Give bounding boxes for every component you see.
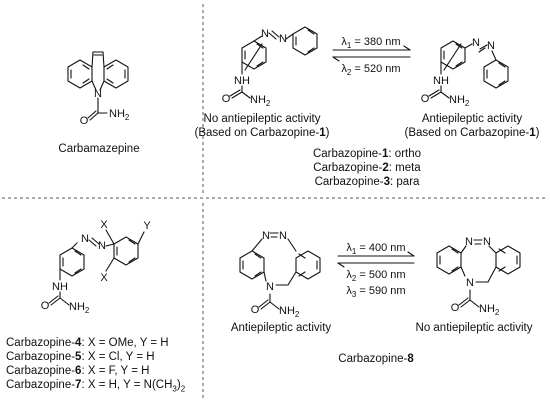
list-item: Carbazopine-4: X = OMe, Y = H bbox=[6, 337, 169, 349]
svg-text:NH2: NH2 bbox=[279, 305, 300, 319]
svg-text:O: O bbox=[41, 300, 50, 312]
azobenzene-closed-structure bbox=[428, 40, 509, 99]
carbamazepine-caption: Carbamazepine bbox=[58, 143, 140, 155]
svg-text:N: N bbox=[262, 230, 270, 242]
azobenzene-open-structure bbox=[229, 26, 318, 99]
svg-text:O: O bbox=[251, 304, 260, 316]
svg-text:NH2: NH2 bbox=[109, 108, 130, 122]
carbazopine-4-7-list: Carbazopine-4: X = OMe, Y = H Carbazopin… bbox=[6, 336, 185, 396]
svg-text:N: N bbox=[261, 28, 269, 40]
list-item: Carbazopine-5: X = Cl, Y = H bbox=[6, 351, 155, 363]
list-item: Carbazopine-6: X = F, Y = H bbox=[6, 365, 150, 377]
carbazopine-8-closed-structure bbox=[436, 239, 521, 308]
carbamazepine-structure bbox=[67, 51, 129, 121]
svg-text:O: O bbox=[80, 115, 89, 127]
svg-text:N: N bbox=[266, 281, 274, 293]
svg-text:N: N bbox=[98, 240, 106, 252]
carbazopine-8-open-caption: Antiepileptic activity bbox=[230, 322, 332, 334]
list-item: Carbazopine-2: meta bbox=[313, 162, 421, 174]
svg-text:O: O bbox=[451, 302, 460, 314]
svg-text:X: X bbox=[100, 219, 108, 231]
svg-text:NH2: NH2 bbox=[479, 303, 500, 317]
svg-text:NH: NH bbox=[52, 281, 68, 293]
carbazopine-1-3-list: Carbazopine-1: ortho Carbazopine-2: meta… bbox=[313, 147, 421, 189]
svg-text:N: N bbox=[279, 33, 287, 45]
svg-text:N: N bbox=[81, 233, 89, 245]
svg-text:N: N bbox=[465, 236, 473, 248]
carbazopine-8-closed-caption: No antiepileptic activity bbox=[415, 322, 533, 334]
reversible-arrows-bottom bbox=[337, 251, 415, 268]
svg-text:NH2: NH2 bbox=[250, 94, 271, 108]
svg-text:Y: Y bbox=[143, 220, 151, 232]
carbazopine-8-open-structure bbox=[239, 232, 321, 310]
svg-text:NH: NH bbox=[433, 75, 449, 87]
svg-text:NH: NH bbox=[234, 75, 250, 87]
svg-text:N: N bbox=[487, 40, 495, 52]
svg-text:λ3 = 590 nm: λ3 = 590 nm bbox=[346, 285, 405, 299]
svg-text:N: N bbox=[94, 88, 102, 100]
svg-text:N: N bbox=[279, 230, 287, 242]
svg-text:O: O bbox=[421, 93, 430, 105]
conditions-bottom: λ1 = 400 nm λ2 = 500 nm λ3 = 590 nm bbox=[346, 242, 405, 299]
reversible-arrows-top bbox=[332, 45, 411, 62]
conditions-top: λ1 = 380 nm λ2 = 520 nm bbox=[341, 36, 400, 77]
svg-text:λ1 = 380 nm: λ1 = 380 nm bbox=[341, 36, 400, 50]
svg-text:λ1 = 400 nm: λ1 = 400 nm bbox=[346, 242, 405, 256]
svg-text:λ2 = 520 nm: λ2 = 520 nm bbox=[341, 63, 400, 77]
list-item: Carbazopine-3: para bbox=[314, 176, 420, 188]
open-form-activity-caption: No antiepileptic activity (Based on Carb… bbox=[194, 113, 330, 139]
svg-text:NH2: NH2 bbox=[69, 301, 90, 315]
svg-text:N: N bbox=[483, 236, 491, 248]
svg-text:NH2: NH2 bbox=[449, 94, 470, 108]
svg-text:N: N bbox=[472, 37, 480, 49]
svg-text:N: N bbox=[466, 277, 474, 289]
list-item: Carbazopine-7: X = H, Y = N(CH3)2 bbox=[6, 379, 186, 394]
svg-text:X: X bbox=[100, 272, 108, 284]
closed-form-activity-caption: Antiepileptic activity (Based on Carbazo… bbox=[404, 113, 540, 139]
carbazopine-8-label: Carbazopine-8 bbox=[338, 353, 414, 365]
atom-labels: N O NH2 N N NH O NH2 N N NH O NH2 N N X … bbox=[41, 28, 500, 319]
svg-text:O: O bbox=[222, 93, 231, 105]
svg-text:λ2 = 500 nm: λ2 = 500 nm bbox=[346, 269, 405, 283]
substituted-azobenzene-structure bbox=[48, 229, 145, 306]
list-item: Carbazopine-1: ortho bbox=[312, 148, 422, 160]
